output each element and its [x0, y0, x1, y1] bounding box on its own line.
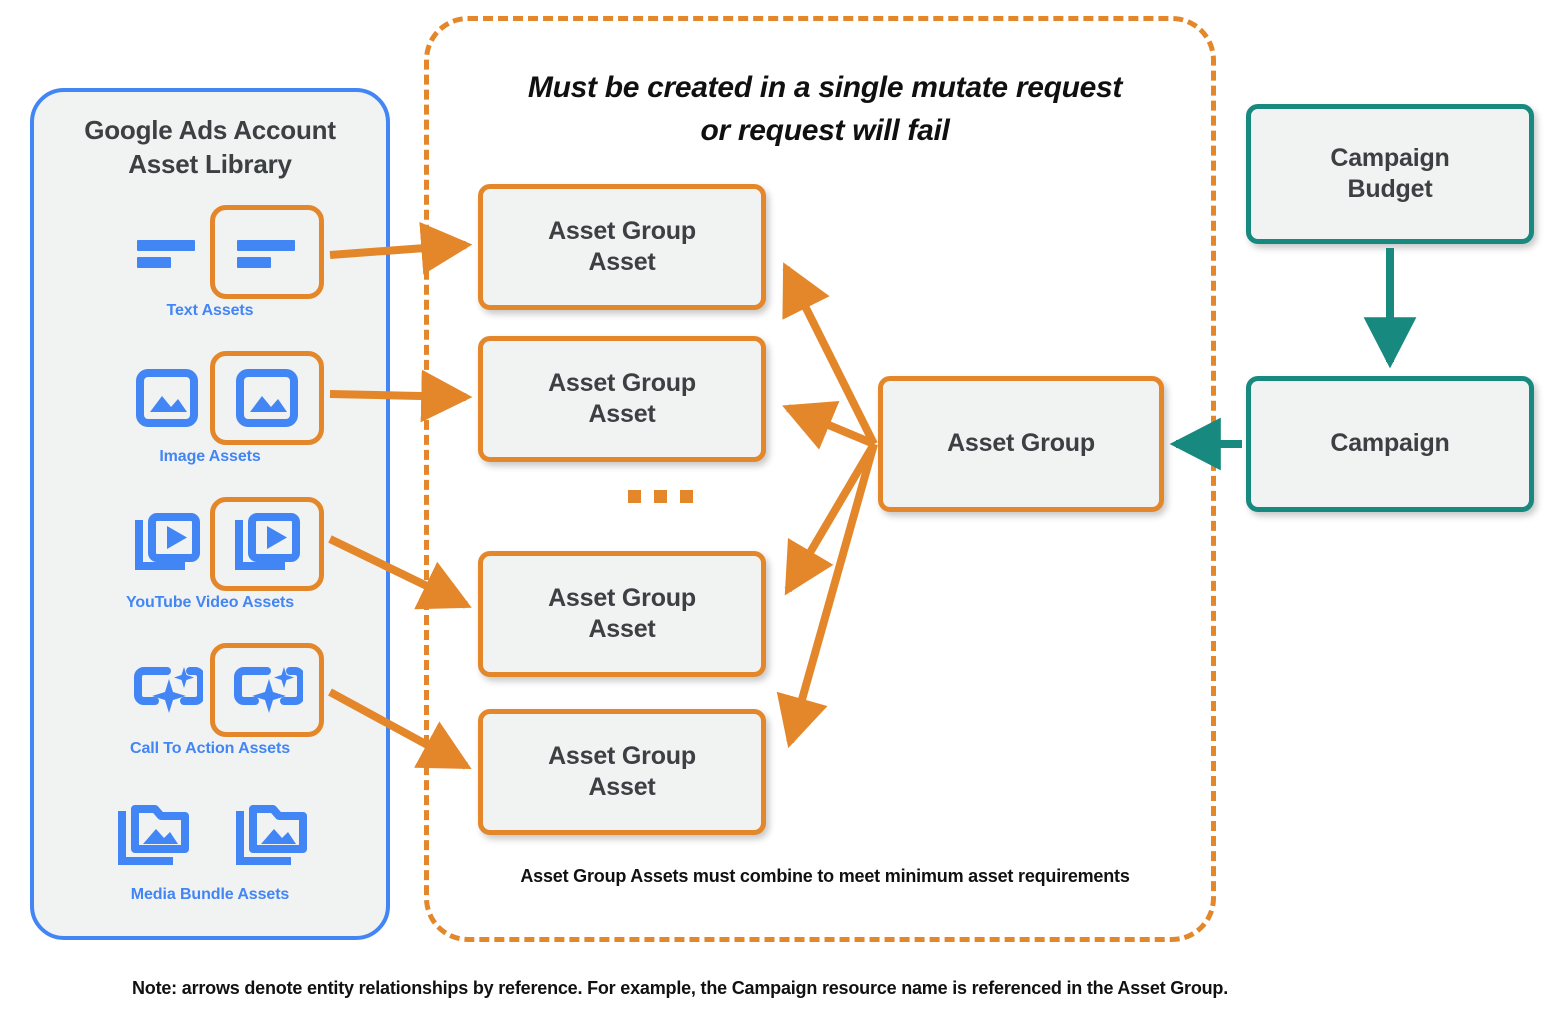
- diagram-note: Note: arrows denote entity relationships…: [131, 978, 1229, 998]
- campaign-budget-node[interactable]: Campaign Budget: [1246, 104, 1534, 244]
- ellipsis-indicator: [628, 490, 693, 503]
- media-bundle-folder-icon-glyph: [236, 805, 307, 865]
- asset-row-image: Image Assets: [34, 351, 386, 482]
- asset-group-asset-line1: Asset Group: [548, 216, 696, 245]
- image-asset-icons: [34, 351, 386, 445]
- media-bundle-folder-icon-glyph: [118, 805, 189, 865]
- text-lines-icon-glyph: [137, 240, 195, 268]
- asset-caption-image: Image Assets: [159, 448, 261, 465]
- call-to-action-sparkle-icon: [124, 650, 210, 730]
- asset-library-panel: Google Ads Account Asset Library: [30, 88, 390, 940]
- cta-asset-icons: [34, 643, 386, 737]
- asset-group-asset-line2: Asset: [588, 248, 656, 276]
- mutate-footnote: Asset Group Assets must combine to meet …: [520, 866, 1130, 886]
- cta-sparkle-icon-glyph: [234, 667, 303, 713]
- video-stack-icon-glyph: [235, 513, 300, 570]
- asset-group-asset-line1: Asset Group: [548, 368, 696, 397]
- video-stack-icon: [124, 504, 210, 584]
- campaign-label: Campaign: [1330, 429, 1450, 458]
- asset-group-asset-line2: Asset: [588, 615, 656, 643]
- text-asset-icons: [34, 205, 386, 299]
- ellipsis-dot: [654, 490, 667, 503]
- video-asset-icons: [34, 497, 386, 591]
- media-bundle-folder-icon: [230, 794, 316, 878]
- asset-group-asset-node[interactable]: Asset Group Asset: [478, 184, 766, 310]
- asset-caption-cta: Call To Action Assets: [129, 740, 290, 757]
- asset-library-title-line2: Asset Library: [128, 148, 292, 179]
- mutate-heading: Must be created in a single mutate reque…: [469, 67, 1181, 152]
- asset-row-video: YouTube Video Assets: [34, 497, 386, 628]
- asset-caption-text: Text Assets: [166, 302, 254, 319]
- mutate-heading-line2: or request will fail: [700, 113, 950, 147]
- asset-library-title-line1: Google Ads Account: [84, 115, 336, 145]
- cta-sparkle-icon-glyph: [134, 667, 203, 713]
- ellipsis-dot: [680, 490, 693, 503]
- ellipsis-dot: [628, 490, 641, 503]
- cta-asset-highlight-box: [210, 643, 324, 737]
- campaign-budget-line1: Campaign: [1330, 143, 1450, 172]
- mutate-heading-line1: Must be created in a single mutate reque…: [527, 71, 1123, 104]
- text-asset-highlight-box: [210, 205, 324, 299]
- image-icon-glyph: [236, 369, 298, 427]
- text-lines-icon: [124, 212, 210, 292]
- asset-caption-media-bundle: Media Bundle Assets: [130, 886, 290, 903]
- asset-caption-video: YouTube Video Assets: [125, 594, 295, 611]
- asset-group-asset-node[interactable]: Asset Group Asset: [478, 336, 766, 462]
- asset-group-asset-line2: Asset: [588, 773, 656, 801]
- asset-library-title: Google Ads Account Asset Library: [34, 114, 386, 182]
- image-asset-highlight-box: [210, 351, 324, 445]
- image-icon-glyph: [136, 369, 198, 427]
- asset-row-text: Text Assets: [34, 205, 386, 336]
- media-bundle-icons: [34, 790, 386, 882]
- asset-row-cta: Call To Action Assets: [34, 643, 386, 774]
- asset-group-asset-line2: Asset: [588, 400, 656, 428]
- video-stack-icon-glyph: [135, 513, 200, 570]
- text-lines-icon-glyph: [237, 240, 295, 268]
- video-asset-highlight-box: [210, 497, 324, 591]
- asset-row-media-bundle: Media Bundle Assets: [34, 790, 386, 920]
- asset-group-asset-line1: Asset Group: [548, 583, 696, 612]
- media-bundle-folder-icon: [112, 794, 198, 878]
- asset-group-label: Asset Group: [947, 429, 1095, 458]
- image-icon: [124, 358, 210, 438]
- asset-group-asset-node[interactable]: Asset Group Asset: [478, 551, 766, 677]
- asset-group-asset-line1: Asset Group: [548, 741, 696, 770]
- asset-group-node[interactable]: Asset Group: [878, 376, 1164, 512]
- asset-group-asset-node[interactable]: Asset Group Asset: [478, 709, 766, 835]
- campaign-budget-line2: Budget: [1347, 175, 1433, 203]
- campaign-node[interactable]: Campaign: [1246, 376, 1534, 512]
